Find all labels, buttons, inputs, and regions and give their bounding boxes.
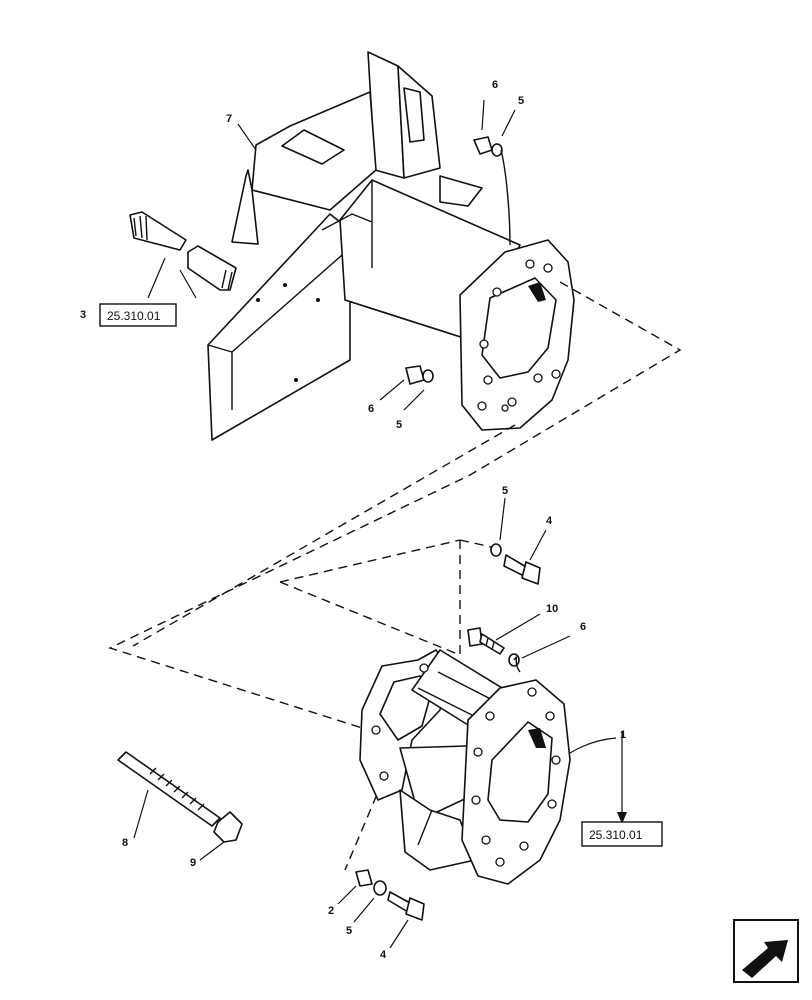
callout-2: 2 (328, 905, 334, 917)
callout-10: 10 (546, 603, 558, 615)
reference-box-lower[interactable]: 25.310.01 (581, 821, 663, 847)
reference-box-upper[interactable]: 25.310.01 (99, 303, 177, 327)
arrowhead-1 (617, 812, 627, 824)
callout-6-mid: 6 (368, 403, 374, 415)
next-page-arrow-icon[interactable] (733, 919, 799, 983)
lower-gearbox-housing (359, 649, 571, 885)
callout-6-top: 6 (492, 79, 498, 91)
leader-7 (237, 123, 257, 151)
leader-5-top (501, 109, 516, 137)
callout-9: 9 (190, 857, 196, 869)
leader-5-bolt (499, 497, 506, 541)
reference-upper-label: 25.310.01 (107, 309, 161, 323)
callout-7: 7 (226, 113, 232, 125)
callout-4-bolt: 4 (546, 515, 553, 527)
leader-6-top (481, 99, 485, 131)
callout-5-top: 5 (518, 95, 524, 107)
leader-5-bottom (353, 897, 375, 923)
leader-5-mid (403, 389, 425, 411)
callout-6-low: 6 (580, 621, 586, 633)
callout-3: 3 (80, 309, 86, 321)
reference-lower-label: 25.310.01 (589, 828, 643, 842)
leader-8 (133, 789, 149, 839)
leader-4-bottom (389, 919, 409, 949)
leader-3 (147, 257, 197, 299)
nut-9 (213, 811, 243, 843)
leader-9 (199, 841, 225, 861)
leader-2 (337, 885, 357, 905)
leader-4-bolt (529, 529, 547, 561)
upper-nut-washer-mid (405, 365, 434, 385)
callout-4-bottom: 4 (380, 949, 387, 961)
leader-10 (495, 613, 541, 641)
callout-5-bolt: 5 (502, 485, 508, 497)
leader-6-mid (379, 379, 405, 401)
bottom-hardware (355, 869, 425, 921)
callout-5-bottom: 5 (346, 925, 352, 937)
callout-1: 1 (620, 729, 626, 741)
bolt-10 (467, 627, 520, 667)
bolt-4-upper (490, 543, 541, 585)
leader-6-low (521, 635, 571, 659)
threaded-rod-8 (117, 751, 221, 827)
callout-5-mid: 5 (396, 419, 402, 431)
spline-shafts (129, 211, 237, 291)
callout-8: 8 (122, 837, 128, 849)
upper-nut-washer-top (473, 136, 511, 246)
upper-gearbox-housing (207, 51, 575, 441)
